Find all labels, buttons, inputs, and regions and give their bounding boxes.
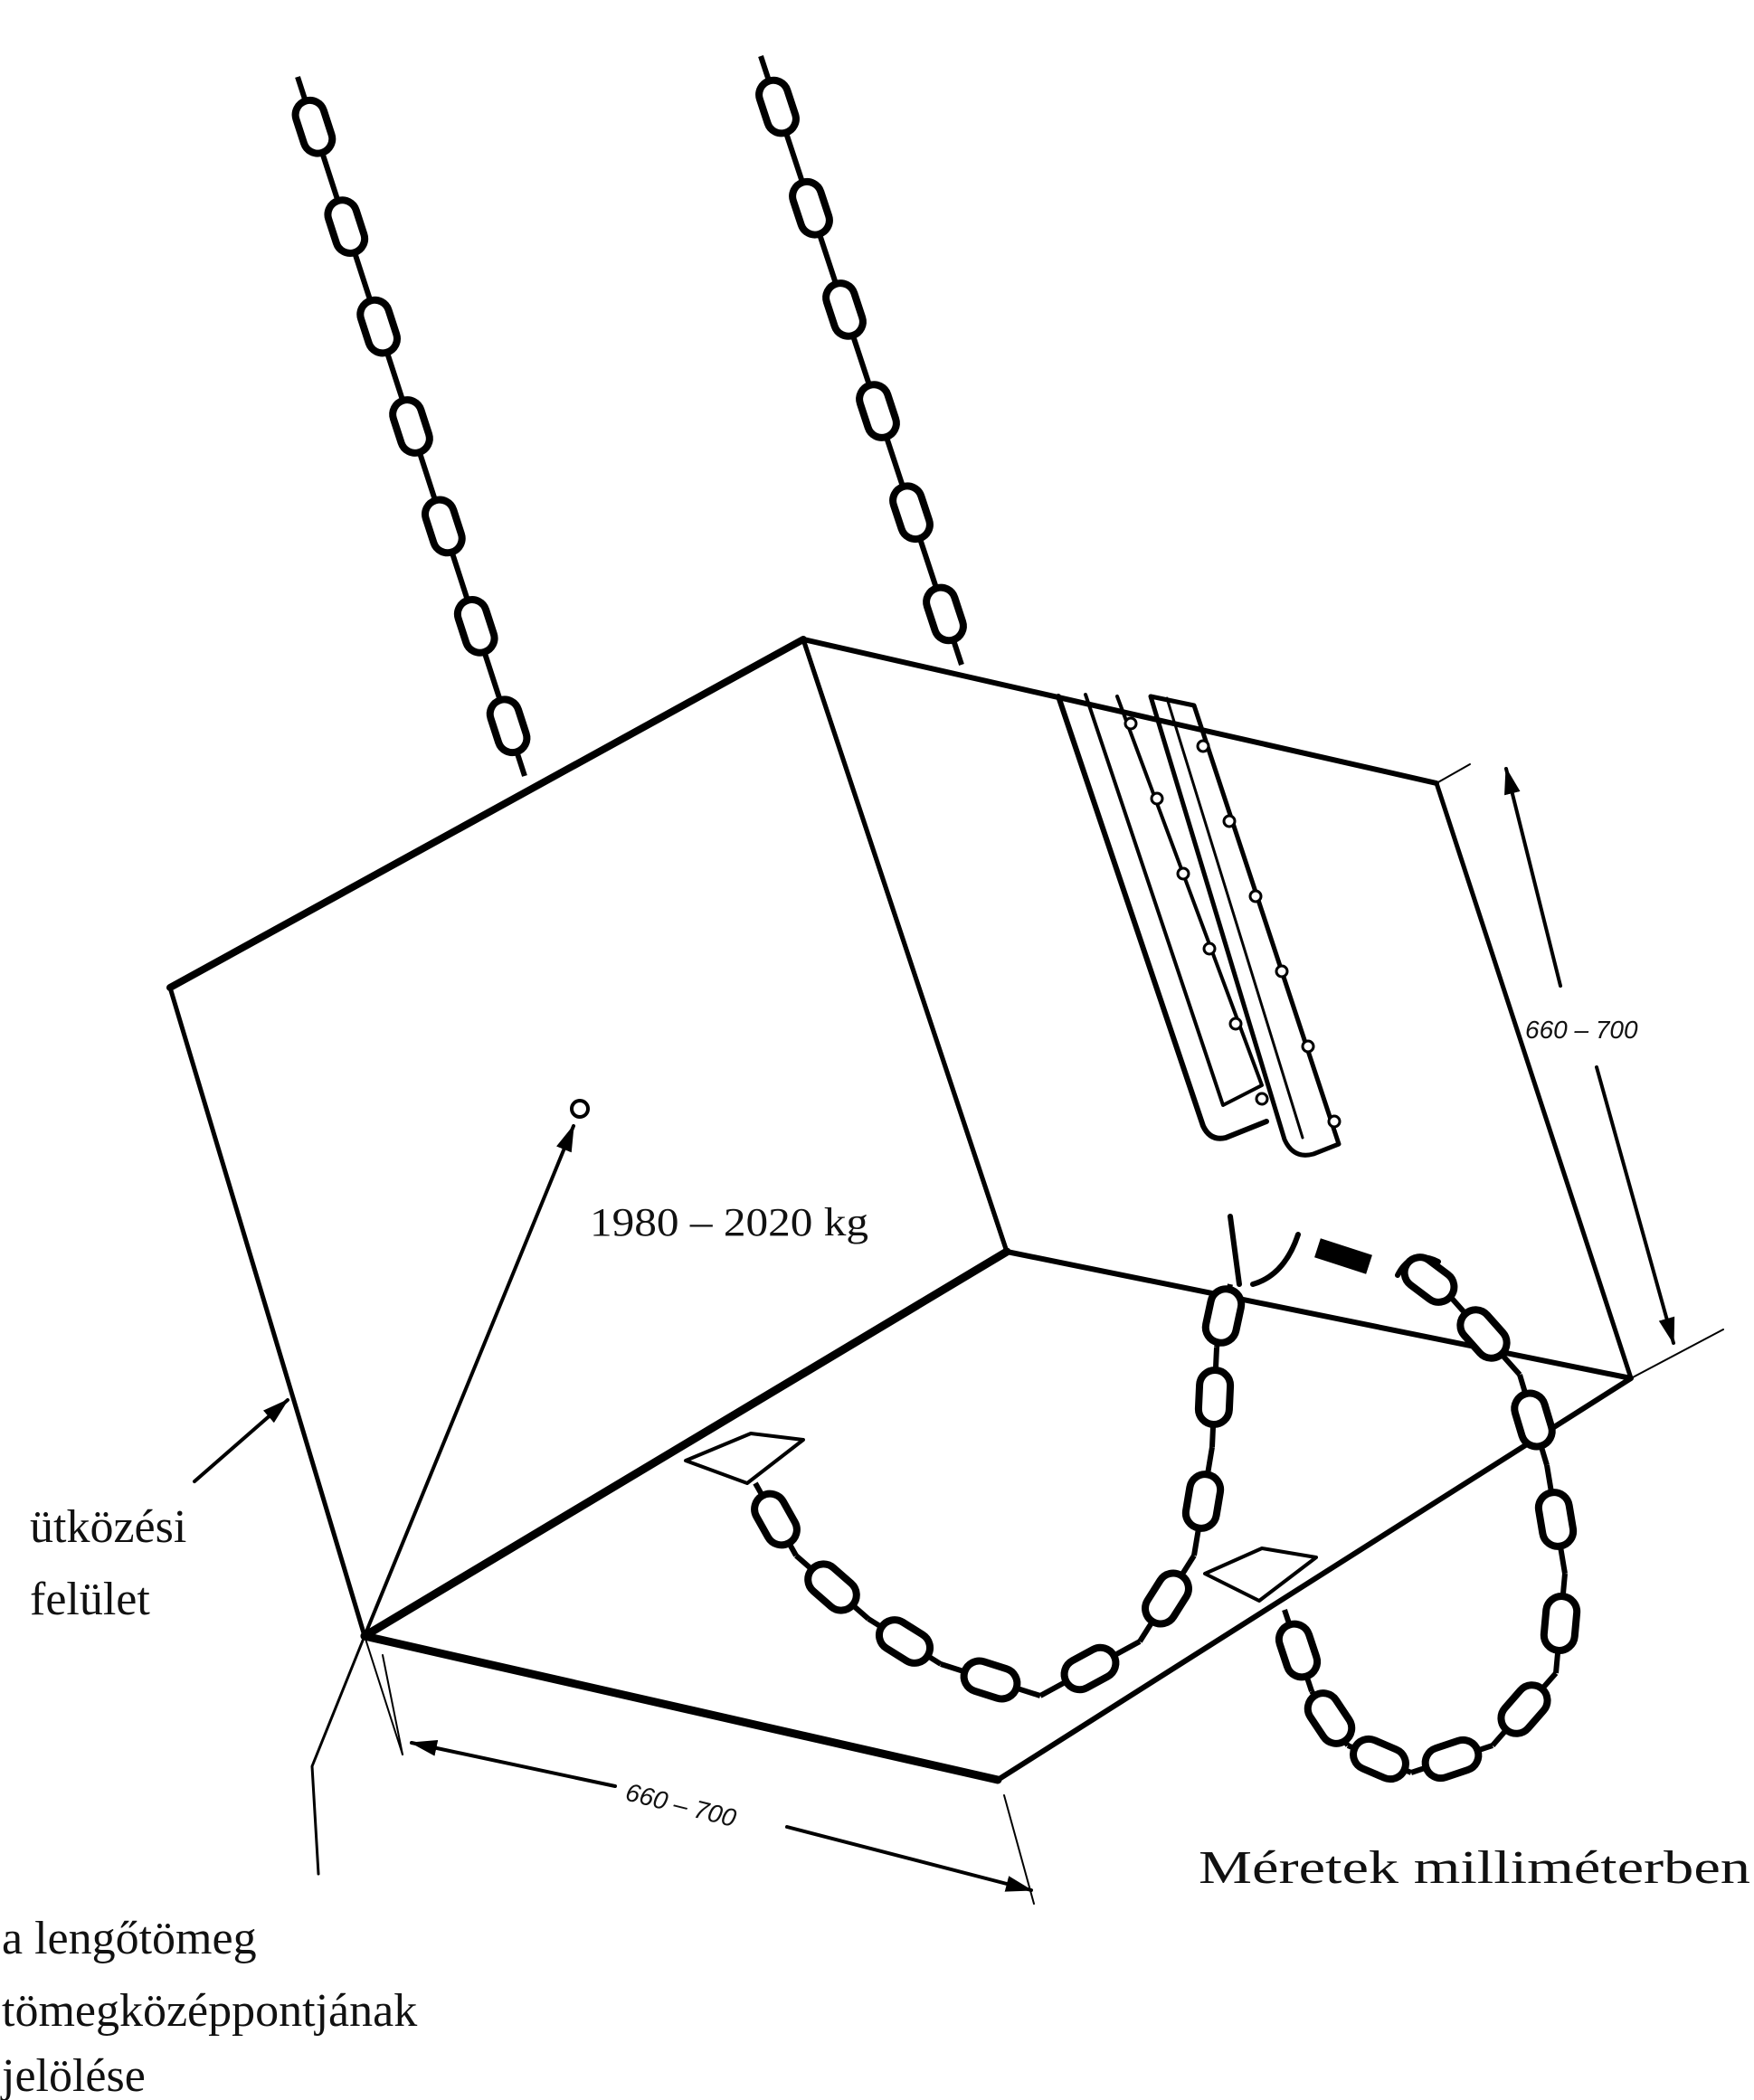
- chain-link: [856, 381, 900, 441]
- chain-link: [1350, 1735, 1409, 1783]
- rail-hole: [1275, 964, 1289, 979]
- rail-hole: [1196, 739, 1210, 753]
- chain-link: [755, 76, 800, 137]
- dimension-bottom-label: 660 – 700: [623, 1778, 740, 1832]
- mounting-rails: [1056, 693, 1342, 1158]
- lifting-chain: [684, 1214, 1581, 1783]
- mass-label: 1980 – 2020 kg: [590, 1200, 868, 1244]
- chain-link: [751, 1490, 801, 1549]
- pendulum-box: [166, 636, 1634, 1784]
- chain-link: [1060, 1643, 1120, 1694]
- rail-holes: [1124, 716, 1342, 1129]
- center-of-mass-marker: [363, 1099, 590, 1638]
- rail-hole: [1202, 941, 1217, 956]
- chain-link: [804, 1560, 860, 1614]
- chain-wire: [758, 55, 964, 666]
- chain-link: [1497, 1681, 1551, 1737]
- side-face: [801, 637, 1634, 1381]
- chain-link: [789, 177, 833, 239]
- rail-hole: [1255, 1092, 1269, 1106]
- rail-hole: [1248, 889, 1263, 903]
- rail-hole: [1150, 791, 1164, 806]
- dimension-vertical: [1436, 763, 1724, 1379]
- suspension-chain-right: [755, 55, 967, 666]
- rail-hole: [1222, 814, 1237, 828]
- rail-hole: [1301, 1039, 1315, 1054]
- center-of-mass-label-line1: a lengőtömeg: [2, 1913, 257, 1964]
- dimension-bottom: [382, 1654, 1035, 1905]
- rail-hole: [1124, 716, 1138, 731]
- dimension-vertical-label: 660 – 700: [1525, 1016, 1638, 1044]
- chain-link: [486, 695, 531, 757]
- chain-link: [453, 596, 498, 657]
- chain-link: [291, 96, 337, 157]
- chain-link: [960, 1657, 1021, 1703]
- rail-hole: [1176, 866, 1190, 881]
- chain-link: [1400, 1253, 1458, 1306]
- chain-link: [822, 279, 867, 340]
- chain-link: [324, 196, 369, 257]
- chain-link: [875, 1616, 934, 1667]
- chain-link: [1194, 1367, 1235, 1428]
- chain-link: [923, 583, 967, 645]
- rail-hole: [1228, 1017, 1243, 1031]
- chain-link: [389, 396, 433, 457]
- center-of-mass-label-line2: tömegközéppontjának: [2, 1985, 417, 2037]
- impact-surface-label-line1: ütközési: [30, 1501, 186, 1553]
- chain-link: [1534, 1489, 1578, 1550]
- rail-hole: [1327, 1114, 1342, 1129]
- chain-link: [1201, 1285, 1246, 1347]
- suspension-chain-left: [291, 76, 531, 777]
- impact-face: [167, 637, 1010, 1639]
- impact-surface-label-line2: felület: [30, 1574, 150, 1625]
- chain-link: [1142, 1569, 1192, 1628]
- chain-link: [422, 496, 466, 557]
- chain-link: [1275, 1620, 1322, 1681]
- units-note: Méretek milliméterben: [1199, 1842, 1750, 1894]
- chain-link: [356, 296, 401, 357]
- chain-link: [1181, 1471, 1225, 1532]
- chain-link: [889, 482, 934, 544]
- chain-link: [1304, 1689, 1356, 1747]
- center-of-mass-label-line3: jelölése: [0, 2050, 146, 2100]
- chain-link: [1540, 1593, 1581, 1654]
- chain-link: [1511, 1389, 1556, 1451]
- chain-link: [1456, 1306, 1511, 1362]
- chain-link: [1421, 1736, 1483, 1783]
